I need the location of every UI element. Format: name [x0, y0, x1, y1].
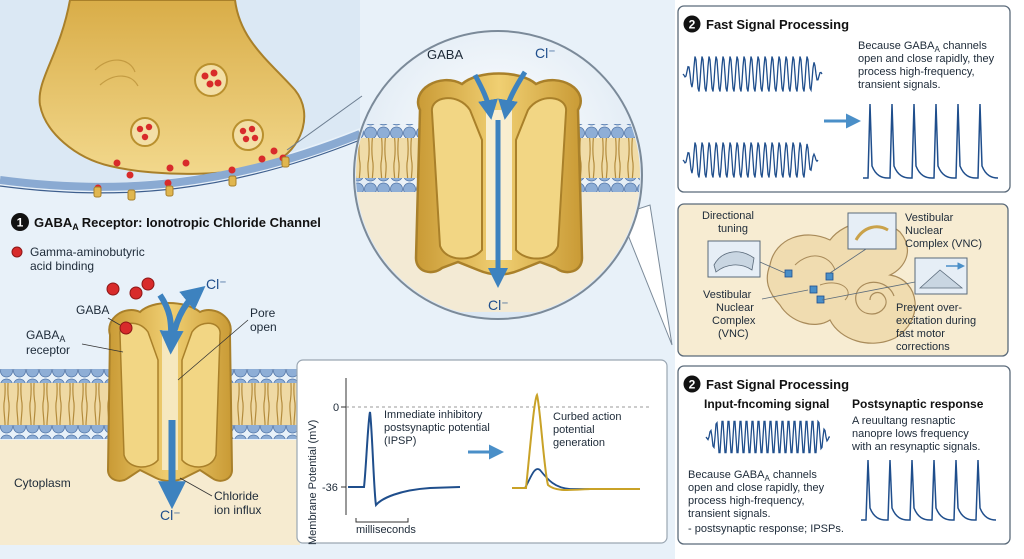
cochlea-spiral [855, 281, 895, 315]
scale-bar [355, 518, 409, 523]
membrane-potential-chart: Membrane Potential (mV) 0 -36 millisecon… [296, 359, 668, 545]
output-line1: A reuultang resnaptic [852, 415, 956, 427]
inset-prevent [821, 257, 968, 301]
canal-lines [794, 255, 849, 301]
presynaptic-terminal [38, 0, 306, 175]
input-header: Input-fncoming signal [704, 397, 829, 411]
zoom-cl-out: Cl⁻ [488, 297, 509, 313]
input-wave-1 [682, 56, 823, 93]
inset-directional [707, 240, 786, 278]
main-cl-top: Cl⁻ [206, 276, 227, 292]
influx-label-line1: Chloride [214, 489, 259, 503]
top-panel-title: Fast Signal Processing [706, 17, 849, 32]
curbed-label-line3: generation [553, 437, 605, 449]
vnc-left-line4: (VNC) [718, 328, 749, 340]
tick-minus36: -36 [322, 482, 338, 494]
top-panel-desc-line1: Because GABAA channels [858, 40, 987, 54]
main-gaba-label: GABA [76, 303, 109, 317]
response-spikes [863, 103, 999, 179]
main-gaba-molecules [106, 277, 155, 335]
vnc-top-line2: Nuclear [905, 225, 943, 237]
bottom-desc-line3: process high-frequency, [688, 495, 805, 507]
top-panel-desc-line2: open and close rapidly, they [858, 53, 995, 65]
top-panel-desc-line4: transient signals. [858, 79, 941, 91]
zoom-cl-in: Cl⁻ [535, 45, 556, 61]
ipsp-trace [348, 411, 461, 508]
gaba-molecule-icon [11, 246, 23, 258]
directional-line1: Directional [702, 210, 754, 222]
bottom-desc-line4: transient signals. [688, 508, 771, 520]
pore-label-line2: open [250, 320, 277, 334]
zoom-circle: GABA Cl⁻ Cl⁻ [353, 30, 643, 320]
output-line2: nanopre lows frequency [852, 428, 969, 440]
bottom-panel-number: 2 [689, 378, 696, 392]
vesicle [130, 117, 160, 147]
tick-0: 0 [333, 402, 339, 414]
y-axis-label: Membrane Potential (mV) [307, 420, 319, 545]
postsynaptic-membrane-strip [0, 130, 362, 194]
action-potential-trace [512, 392, 640, 492]
panel-fast-signal-bottom: 2 Fast Signal Processing Input-fncoming … [677, 365, 1011, 545]
small-receptors-on-strip [93, 156, 290, 201]
panel-vestibular: Directional tuning Vestibular Nuclear Co… [677, 203, 1009, 357]
vesicle [232, 119, 264, 151]
vnc-left-line1: Vestibular [703, 289, 752, 301]
vnc-top-line3: Complex (VNC) [905, 238, 982, 250]
input-signal-wave [705, 419, 830, 454]
ipsp-label-line3: (IPSP) [384, 435, 416, 447]
bottom-desc-line5: - postsynaptic response; IPSPs. [688, 523, 844, 535]
top-panel-desc-line3: process high-frequency, [858, 66, 975, 78]
main-gaba-receptor [106, 302, 234, 482]
curbed-label-line1: Curbed action [553, 411, 622, 423]
output-line3: with an resynaptic signals. [851, 441, 980, 453]
pore-label-line1: Pore [250, 306, 276, 320]
zoom-gaba-label: GABA [427, 47, 463, 62]
input-wave-2 [682, 142, 819, 178]
main-cl-bottom: Cl⁻ [160, 507, 181, 523]
bottom-panel-title: Fast Signal Processing [706, 377, 849, 392]
legend-line1: Gamma-aminobutyric [30, 245, 145, 259]
bottom-desc-line1: Because GABAA channels [688, 469, 817, 483]
prevent-line1: Prevent over- [896, 302, 962, 314]
prevent-line4: corrections [896, 341, 950, 353]
ipsp-label-line1: Immediate inhibitory [384, 409, 483, 421]
postsynaptic-spikes [861, 459, 997, 521]
scale-label: milliseconds [356, 524, 416, 536]
ipsp-label-line2: postsynaptic potential [384, 422, 490, 434]
inset-vnc-top [829, 212, 897, 274]
baseline-trace [512, 468, 640, 490]
receptor-label-line1: GABAA [26, 328, 65, 344]
receptor-label-line2: receptor [26, 343, 70, 357]
vnc-top-line1: Vestibular [905, 212, 954, 224]
curbed-label-line2: potential [553, 424, 595, 436]
main-chloride-arrows [157, 285, 206, 510]
output-header: Postsynaptic response [852, 397, 984, 411]
vesicle [194, 63, 228, 97]
bottom-desc-line2: open and close rapidly, they [688, 482, 825, 494]
directional-line2: tuning [718, 223, 748, 235]
vnc-left-line2: Nuclear [716, 302, 754, 314]
gaba-legend: Gamma-aminobutyric acid binding [11, 245, 145, 273]
panel-fast-signal-top: 2 Fast Signal Processing Because GABAA c… [677, 5, 1011, 193]
section1-number: 1 [17, 216, 24, 230]
vnc-left-line3: Complex [712, 315, 756, 327]
influx-label-line2: ion influx [214, 503, 261, 517]
zoom-callout-line [286, 95, 363, 151]
prevent-line2: excitation during [896, 315, 976, 327]
released-gaba-molecules [94, 147, 287, 192]
prevent-line3: fast motor [896, 328, 945, 340]
legend-line2: acid binding [30, 259, 94, 273]
cytoplasm-label: Cytoplasm [14, 476, 71, 490]
top-panel-number: 2 [689, 18, 696, 32]
